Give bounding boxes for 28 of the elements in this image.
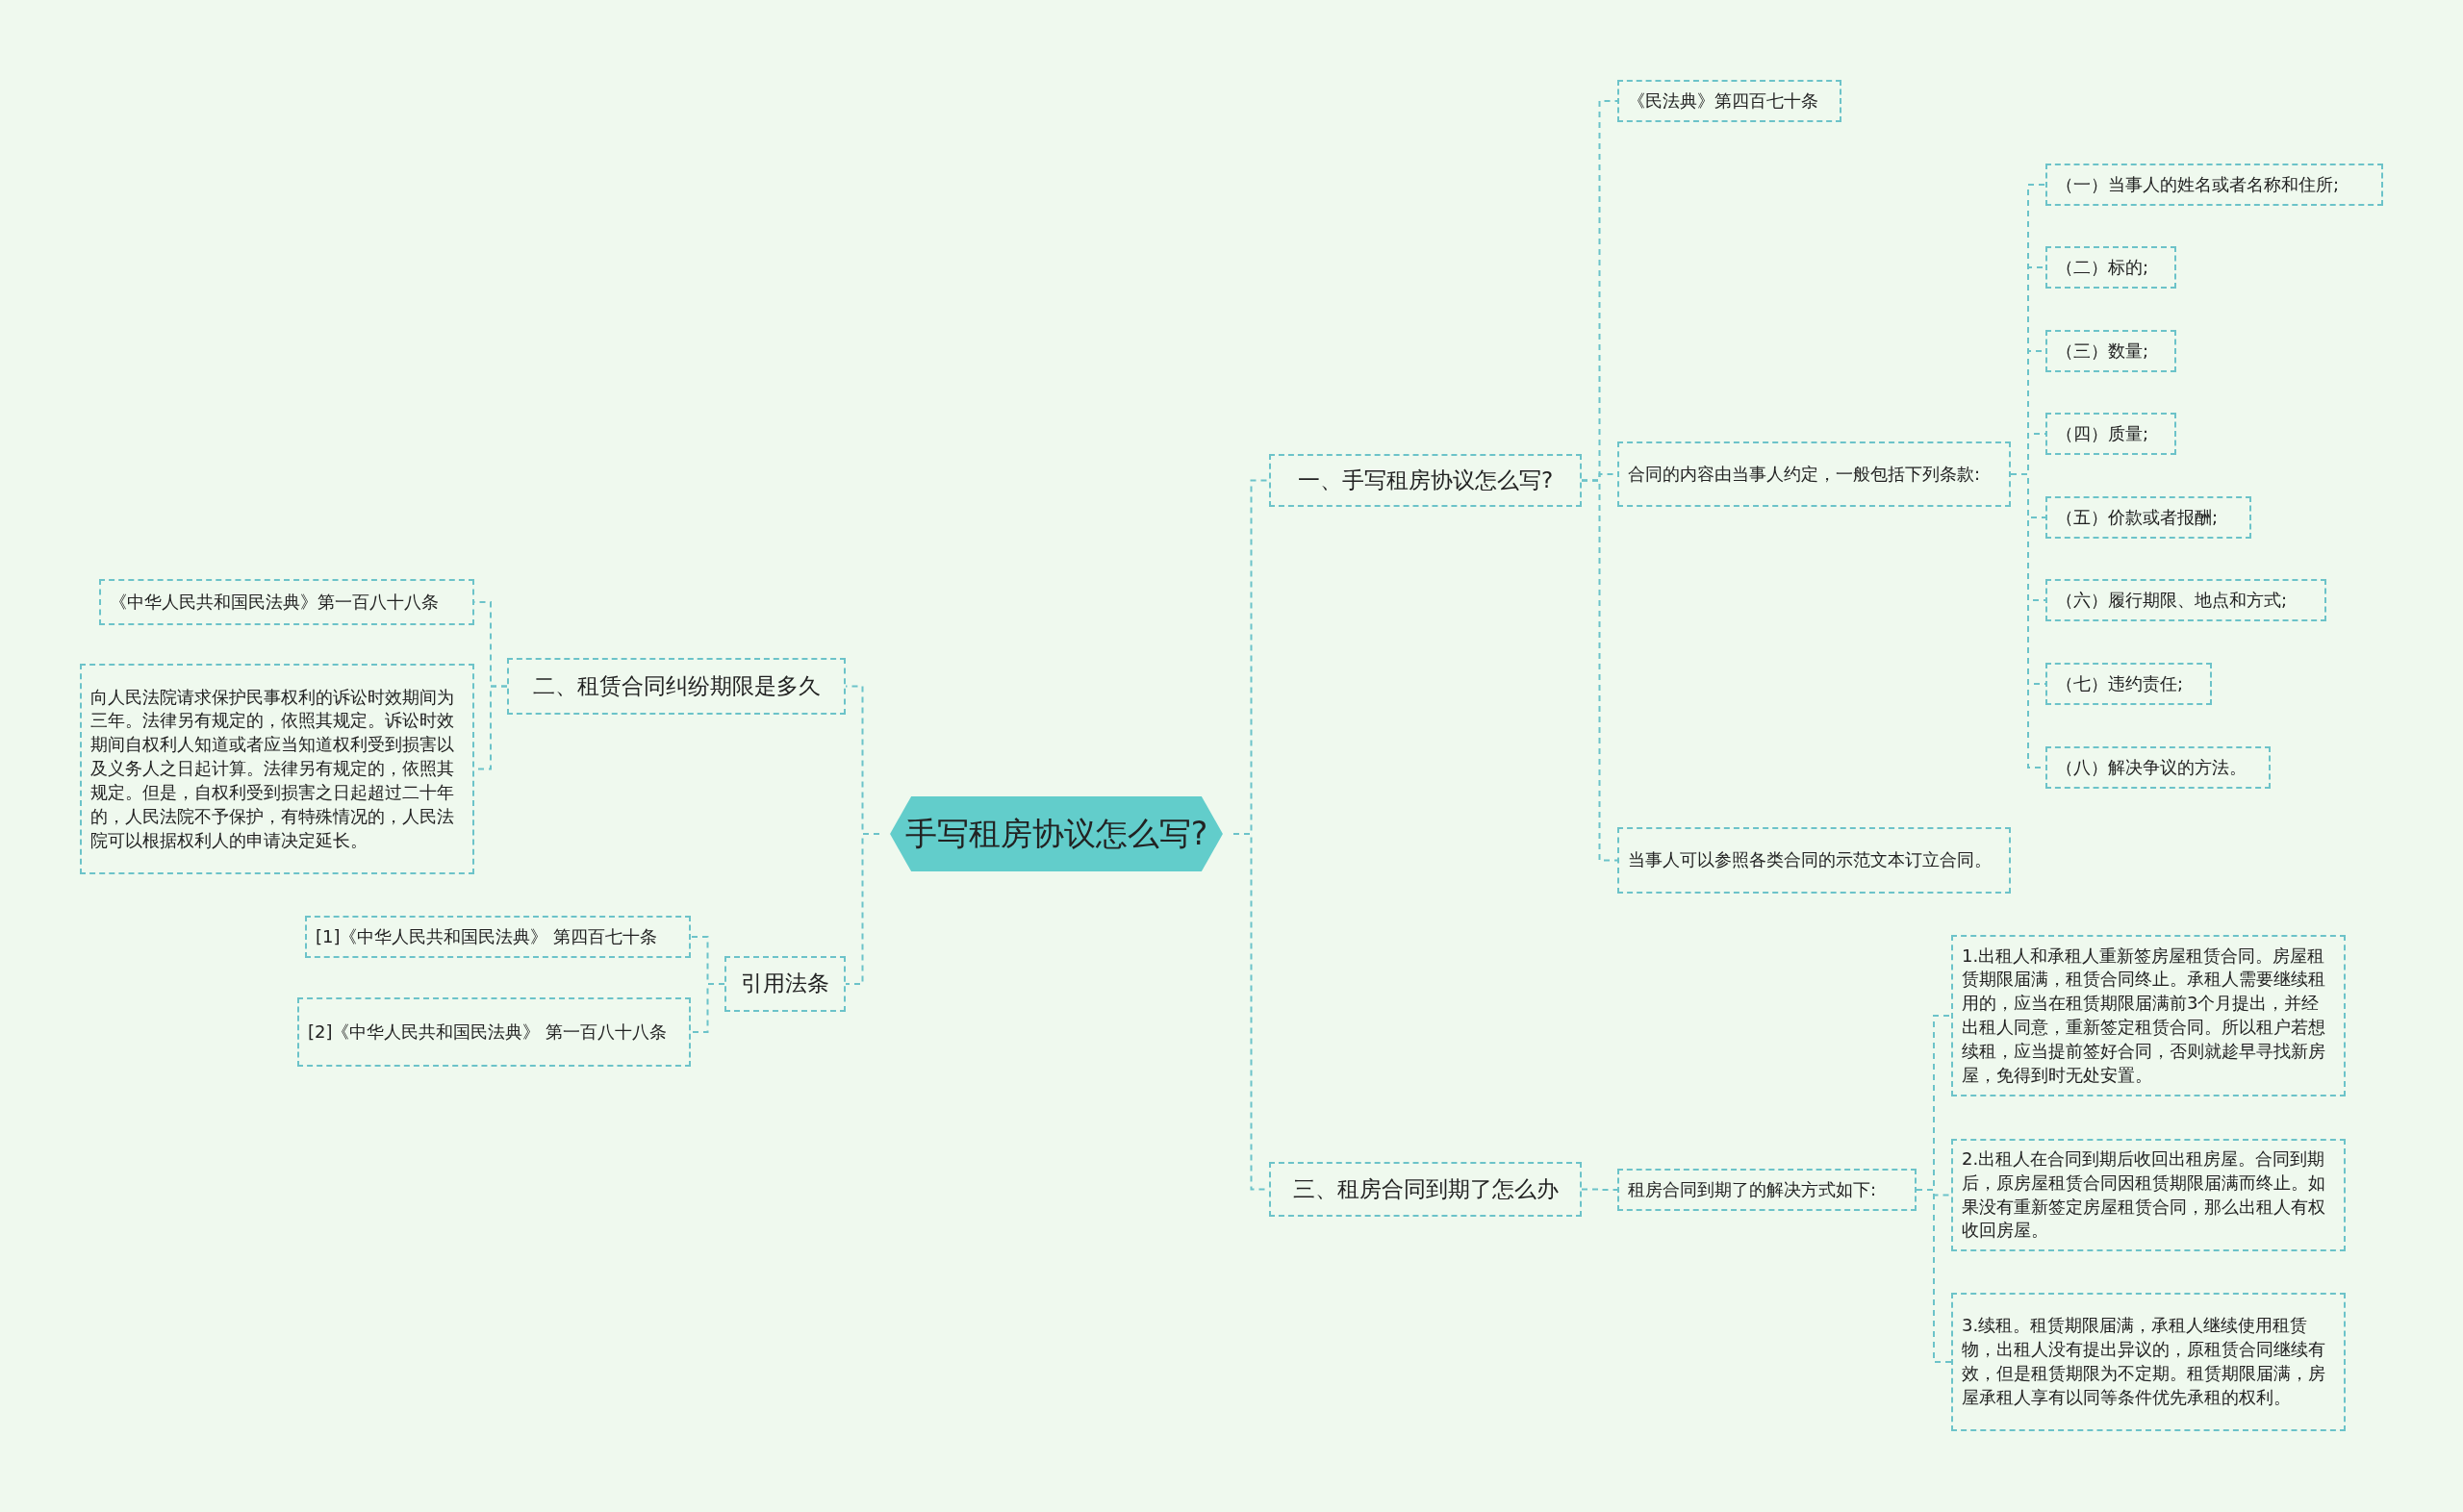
connector-line (690, 983, 725, 1033)
text-box: （七）违约责任; (2045, 663, 2212, 705)
text-box: 《民法典》第四百七十条 (1617, 80, 1841, 122)
text-box: [1]《中华人民共和国民法典》 第四百七十条 (305, 916, 691, 958)
topic-box: 三、租房合同到期了怎么办 (1269, 1162, 1582, 1217)
text-box: 租房合同到期了的解决方式如下: (1617, 1169, 1917, 1211)
text-box: 《中华人民共和国民法典》第一百八十八条 (99, 579, 474, 625)
text-box: 1.出租人和承租人重新签房屋租赁合同。房屋租赁期限届满，租赁合同终止。承租人需要继续租用的，应当在租赁期限届满前3个月提出，并经出租人同意，重新签定租赁合同。所以租户若想续租，应当提前签好合同，否则就趁早寻找新房屋，免得到时无处安置。 (1951, 935, 2346, 1096)
connector-line (1581, 1188, 1618, 1191)
text-box: （三）数量; (2045, 330, 2176, 372)
text-box: （二）标的; (2045, 246, 2176, 289)
connector-line (1916, 1189, 1952, 1363)
text-box: [2]《中华人民共和国民法典》 第一百八十八条 (297, 997, 691, 1067)
text-box: （四）质量; (2045, 413, 2176, 455)
text-box: 3.续租。租赁期限届满，承租人继续使用租赁物，出租人没有提出异议的，原租赁合同继续有效，但是租赁期限为不定期。租赁期限届满，房屋承租人享有以同等条件优先承租的权利。 (1951, 1293, 2346, 1431)
text-box: 当事人可以参照各类合同的示范文本订立合同。 (1617, 827, 2011, 894)
text-box: 合同的内容由当事人约定，一般包括下列条款: (1617, 441, 2011, 507)
text-box: （五）价款或者报酬; (2045, 496, 2251, 539)
connector-line (845, 833, 880, 985)
topic-box: 一、手写租房协议怎么写? (1269, 454, 1582, 507)
text-box: 2.出租人在合同到期后收回出租房屋。合同到期后，原房屋租赁合同因租赁期限届满而终止。如果没有重新签定房屋租赁合同，那么出租人有权收回房屋。 (1951, 1139, 2346, 1251)
connector-line (1581, 479, 1618, 862)
text-box: （八）解决争议的方法。 (2045, 746, 2271, 789)
topic-box: 二、租赁合同纠纷期限是多久 (507, 658, 846, 715)
text-box: （一）当事人的姓名或者名称和住所; (2045, 164, 2383, 206)
text-box: 向人民法院请求保护民事权利的诉讼时效期间为三年。法律另有规定的，依照其规定。诉讼时效期间自权利人知道或者应当知道权利受到损害以及义务人之日起计算。法律另有规定的，依照其规定。但是，自权利受到损害之日起超过二十年的，人民法院不予保护，有特殊情况的，人民法院可以根据权利人的申请决定延长。 (80, 664, 474, 874)
topic-box: 引用法条 (724, 956, 846, 1012)
text-box: （六）履行期限、地点和方式; (2045, 579, 2326, 621)
